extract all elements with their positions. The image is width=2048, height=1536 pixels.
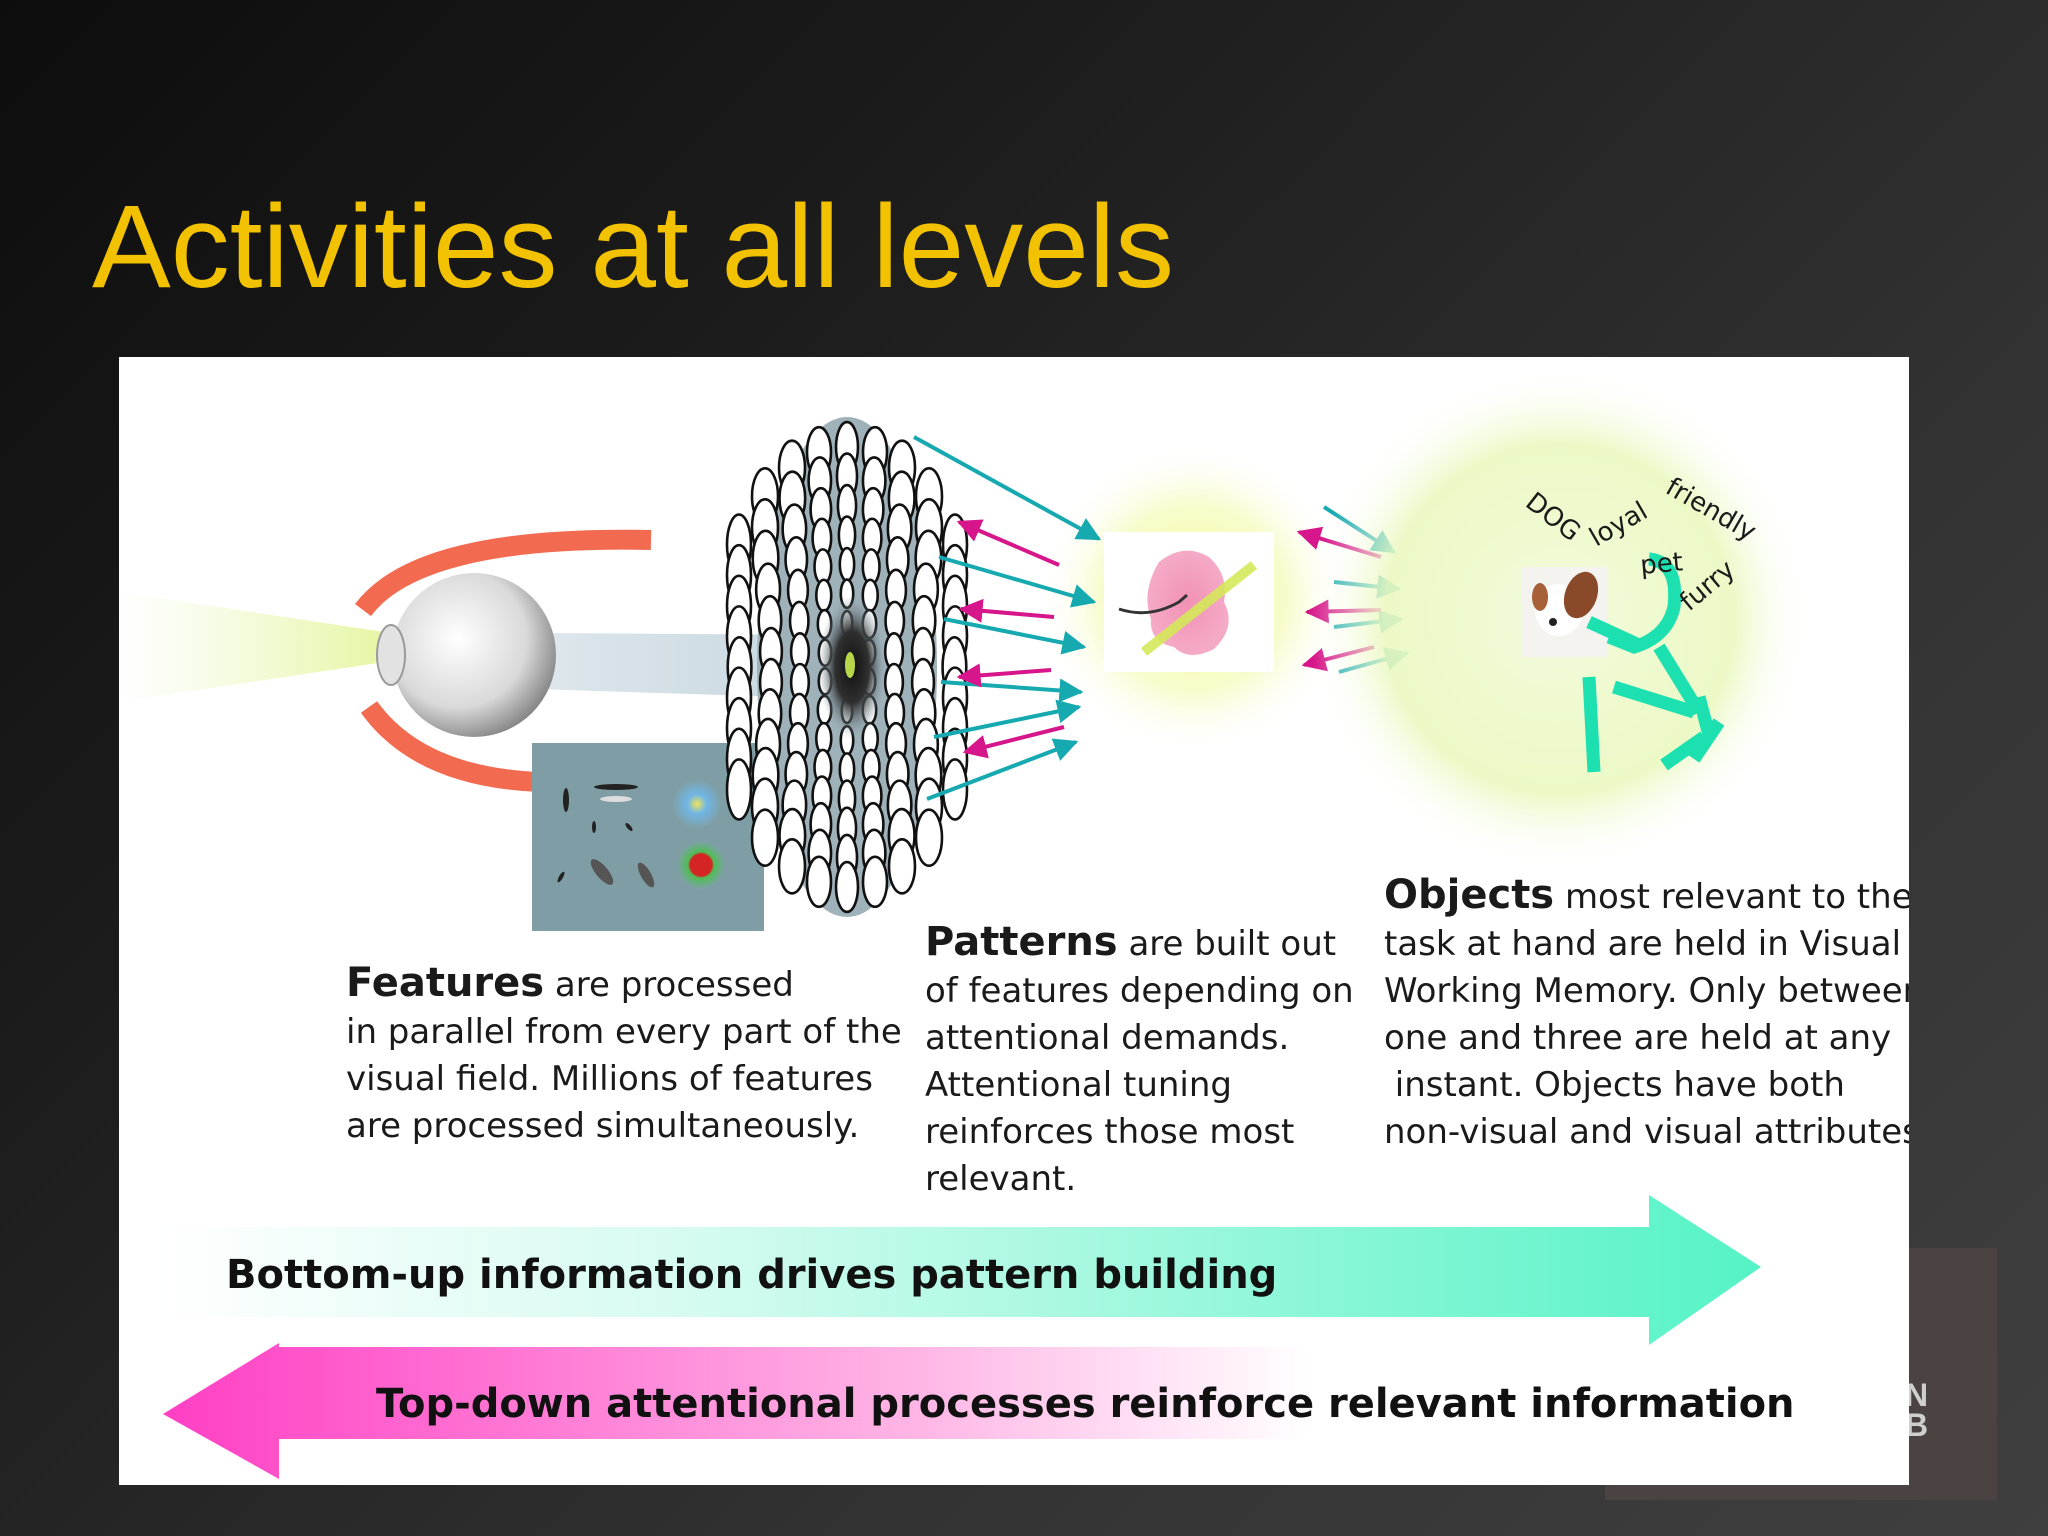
objects-heading: Objects: [1384, 872, 1555, 918]
eye-lower-arc: [360, 701, 540, 792]
features-caption: Features are processed in parallel from …: [346, 960, 902, 1146]
bottom-up-arrow: [154, 1195, 1761, 1345]
slide-title: Activities at all levels: [92, 181, 1175, 313]
objects-caption: Objects most relevant to the task at han…: [1384, 872, 1909, 1152]
top-down-arrow: [163, 1343, 1509, 1479]
teal-arrow: [943, 617, 1087, 655]
receptor-cell: [750, 808, 780, 868]
receptor-cell: [725, 758, 753, 821]
top-down-label: Top-down attentional processes reinforce…: [376, 1381, 1795, 1427]
receptor-cell: [861, 855, 889, 909]
red-spot: [677, 841, 725, 889]
dog-stick-figure: [1582, 552, 1725, 773]
light-beam: [119, 592, 404, 702]
eyeball-icon: [392, 573, 556, 737]
receptor-array: [725, 417, 969, 917]
eye-cornea: [376, 624, 406, 686]
magenta-arrow: [956, 663, 1052, 688]
receptor-focus-dot: [845, 652, 855, 678]
receptor-cell: [777, 838, 807, 895]
receptor-cell: [805, 855, 833, 909]
teal-arrow: [926, 738, 1079, 801]
receptor-cell: [914, 808, 944, 868]
word-pet: pet: [1639, 547, 1684, 581]
magenta-arrow: [956, 519, 1060, 567]
pattern-stripe: [1140, 561, 1258, 656]
magenta-arrow: [962, 725, 1065, 759]
teal-arrow: [938, 555, 1097, 608]
diagram-panel: DOG loyal friendly pet furry Features ar…: [119, 357, 1909, 1485]
pattern-curve: [1118, 593, 1188, 615]
receptor-cell: [887, 838, 917, 895]
patterns-heading: Patterns: [925, 919, 1118, 965]
patterns-caption: Patterns are built out of features depen…: [925, 919, 1354, 1199]
magenta-arrow: [958, 598, 1055, 623]
blue-spot: [673, 780, 721, 828]
arrows-array-to-pattern: [913, 435, 1102, 801]
teal-arrow: [933, 699, 1082, 739]
receptor-cell: [838, 546, 856, 582]
teal-arrow: [913, 435, 1102, 541]
feature-detector-box: [532, 743, 764, 931]
eye-upper-arc: [354, 529, 652, 617]
receptor-cell: [834, 860, 860, 914]
features-heading: Features: [346, 960, 545, 1006]
receptor-cell: [815, 578, 833, 613]
bottom-up-label: Bottom-up information drives pattern bui…: [226, 1252, 1278, 1298]
